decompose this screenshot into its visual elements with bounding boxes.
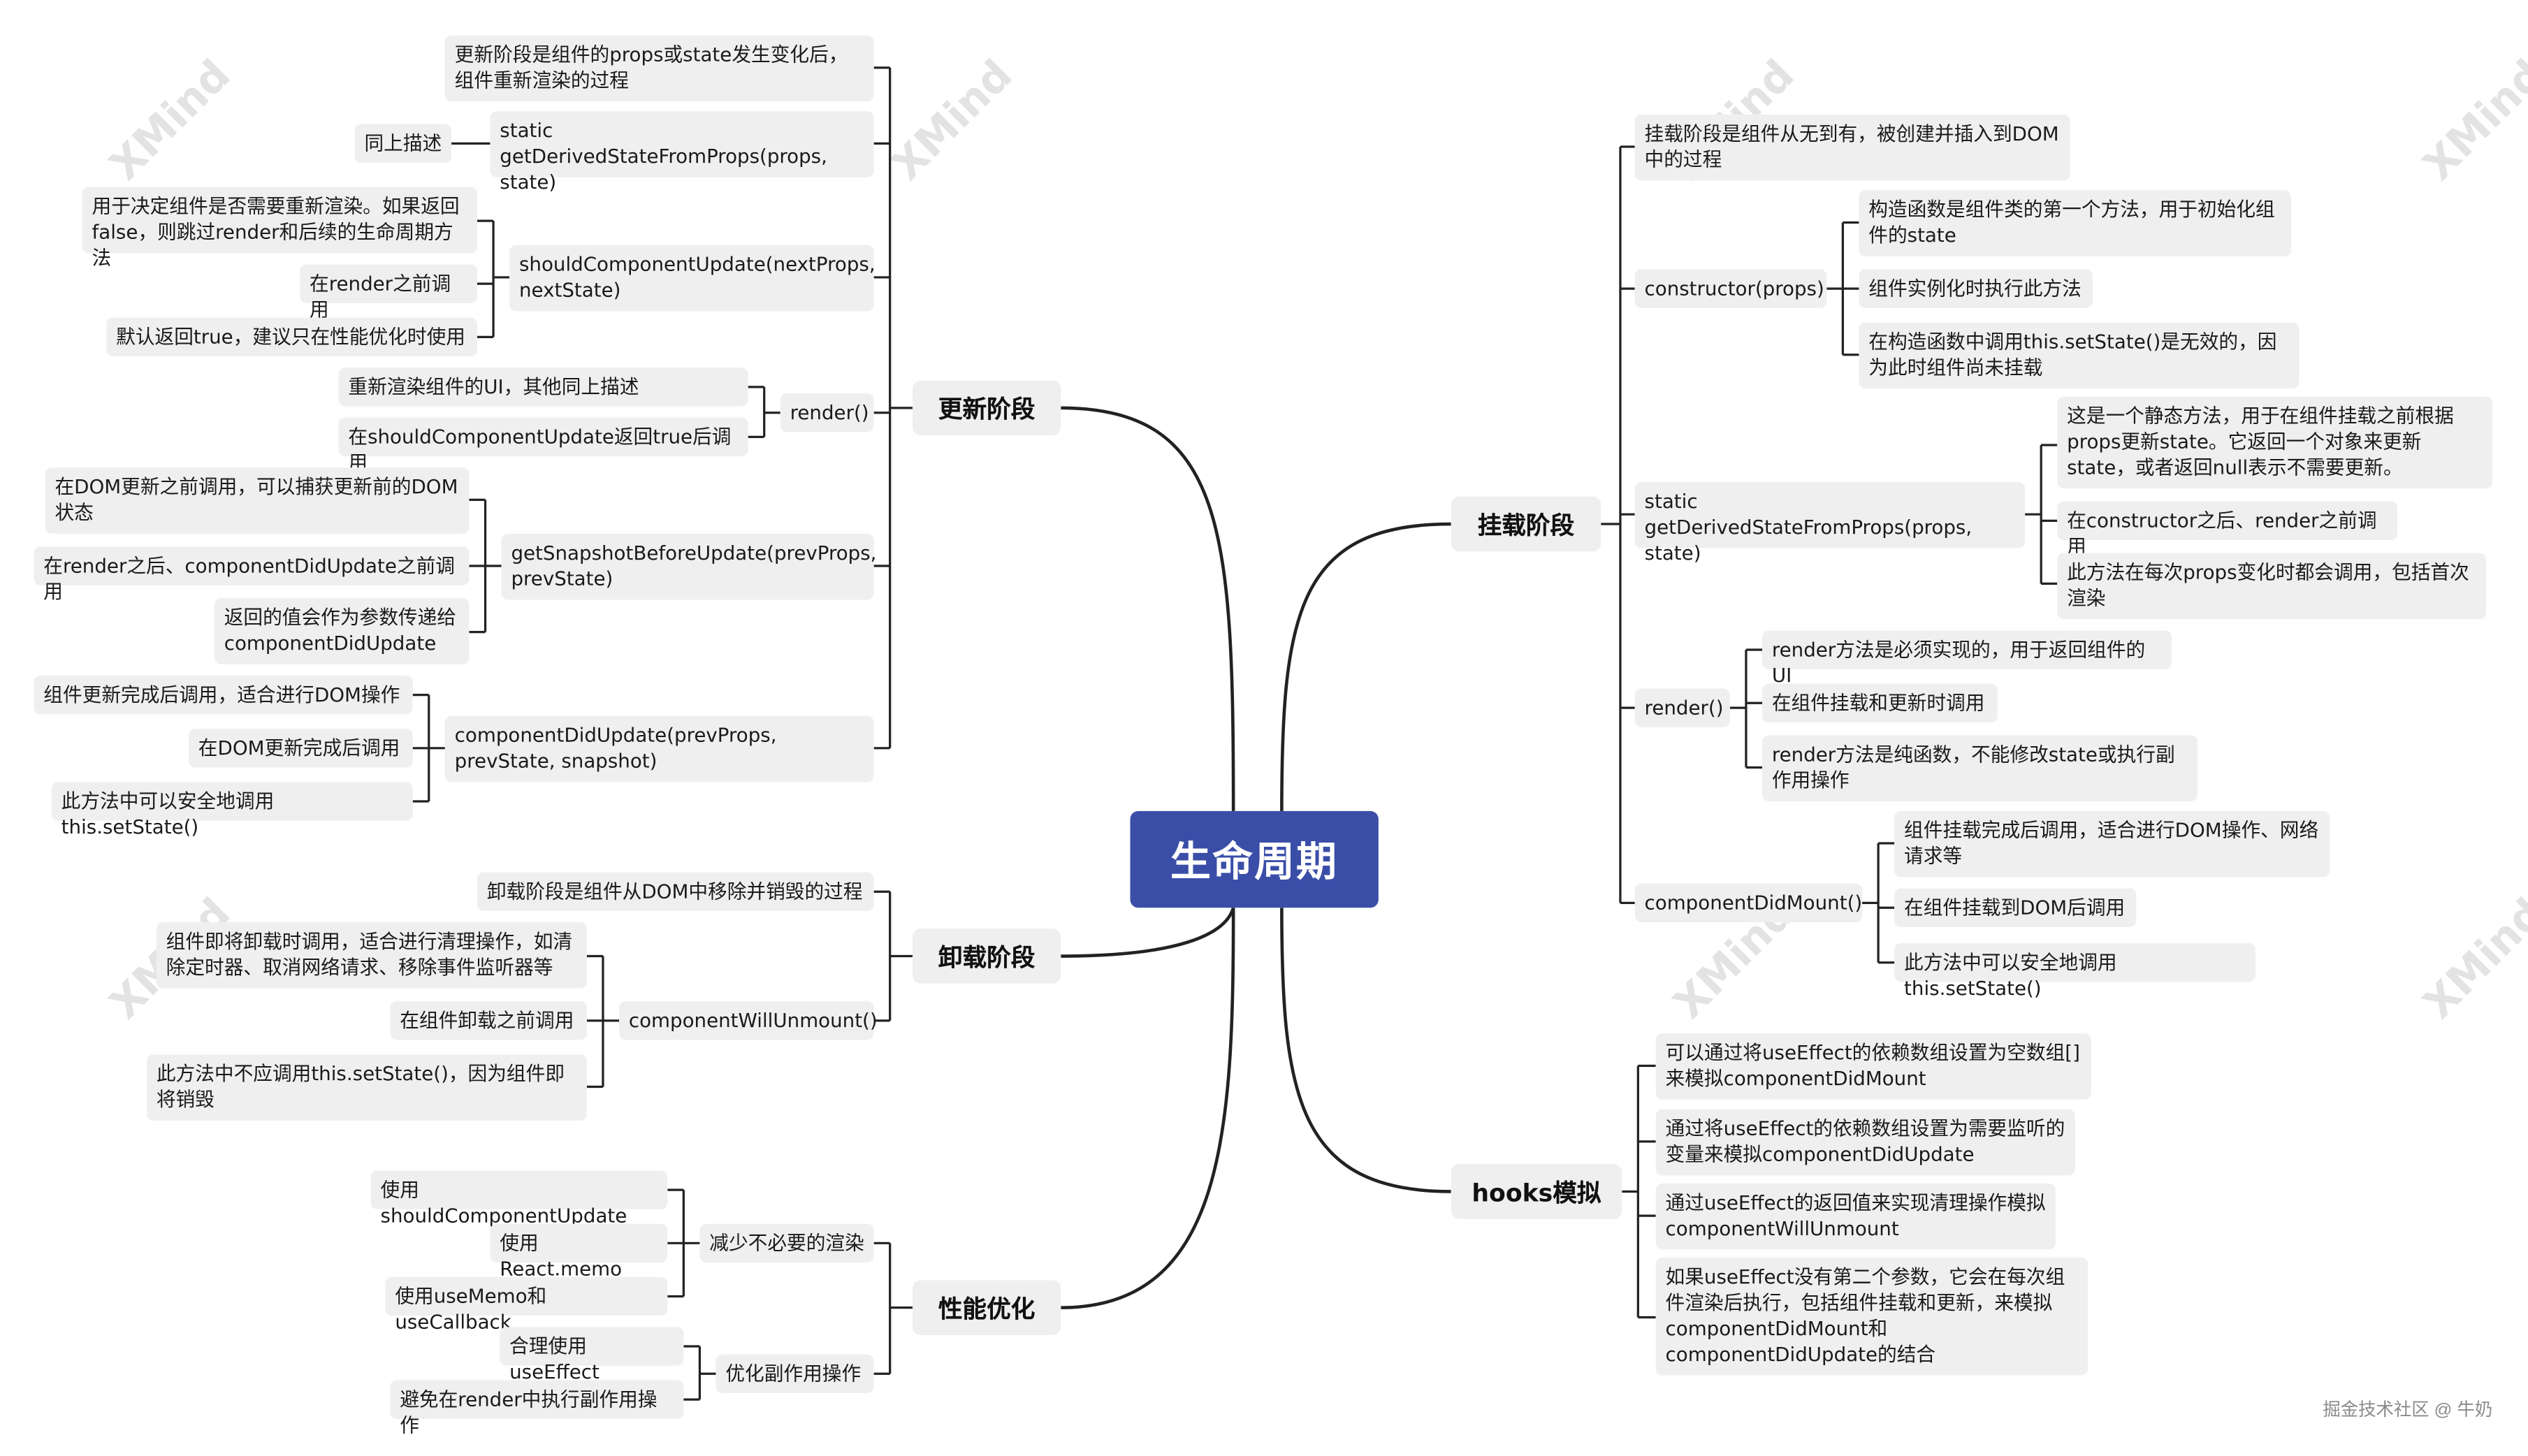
update-render-timing[interactable]: 在shouldComponentUpdate返回true后调用 <box>338 417 748 474</box>
branch-perf[interactable]: 性能优化 <box>912 1280 1061 1335</box>
mount-cdm-setstate[interactable]: 此方法中可以安全地调用this.setState() <box>1894 943 2256 1000</box>
mount-render-desc[interactable]: render方法是必须实现的，用于返回组件的UI <box>1761 630 2172 687</box>
update-desc[interactable]: 更新阶段是组件的props或state发生变化后，组件重新渲染的过程 <box>444 35 874 102</box>
unmount-cwu-warning[interactable]: 此方法中不应调用this.setState()，因为组件即将销毁 <box>146 1054 587 1121</box>
update-cdu-timing[interactable]: 在DOM更新完成后调用 <box>188 729 413 768</box>
mount-gdsfp-desc[interactable]: 这是一个静态方法，用于在组件挂载之前根据props更新state。它返回一个对象… <box>2057 396 2493 489</box>
update-gsbu-desc[interactable]: 在DOM更新之前调用，可以捕获更新前的DOM状态 <box>45 467 470 534</box>
mount-gdsfp[interactable]: static getDerivedStateFromProps(props, s… <box>1634 482 2026 565</box>
unmount-cwu-desc[interactable]: 组件即将卸载时调用，适合进行清理操作，如清除定时器、取消网络请求、移除事件监听器… <box>156 922 587 989</box>
update-cdu-desc[interactable]: 组件更新完成后调用，适合进行DOM操作 <box>34 675 413 715</box>
update-render-desc[interactable]: 重新渲染组件的UI，其他同上描述 <box>338 367 748 407</box>
footer-credit: 掘金技术社区 @ 牛奶 <box>2323 1401 2493 1421</box>
perf-reduce-memo[interactable]: 使用React.memo <box>490 1223 668 1280</box>
update-gdsfp-note[interactable]: 同上描述 <box>354 124 452 163</box>
mount-ctor[interactable]: constructor(props) <box>1634 269 1827 308</box>
update-cdu[interactable]: componentDidUpdate(prevProps, prevState,… <box>444 715 874 782</box>
update-cdu-setstate[interactable]: 此方法中可以安全地调用this.setState() <box>51 782 413 838</box>
unmount-desc[interactable]: 卸载阶段是组件从DOM中移除并销毁的过程 <box>477 872 874 911</box>
branch-hooks[interactable]: hooks模拟 <box>1451 1164 1622 1219</box>
perf-effect[interactable]: 优化副作用操作 <box>715 1354 874 1393</box>
perf-effect-useeffect[interactable]: 合理使用useEffect <box>500 1327 684 1383</box>
hooks-update[interactable]: 通过将useEffect的依赖数组设置为需要监听的变量来模拟componentD… <box>1655 1109 2075 1176</box>
mount-ctor-timing[interactable]: 组件实例化时执行此方法 <box>1859 269 2093 308</box>
mount-gdsfp-timing[interactable]: 在constructor之后、render之前调用 <box>2057 501 2398 558</box>
update-gsbu[interactable]: getSnapshotBeforeUpdate(prevProps, prevS… <box>501 533 876 600</box>
mount-gdsfp-frequency[interactable]: 此方法在每次props变化时都会调用，包括首次渲染 <box>2057 553 2487 620</box>
branch-mount[interactable]: 挂载阶段 <box>1451 496 1601 552</box>
update-gdsfp[interactable]: static getDerivedStateFromProps(props, s… <box>490 111 874 194</box>
update-scu-default[interactable]: 默认返回true，建议只在性能优化时使用 <box>106 317 477 357</box>
mount-render-pure[interactable]: render方法是纯函数，不能修改state或执行副作用操作 <box>1761 735 2198 801</box>
unmount-cwu-timing[interactable]: 在组件卸载之前调用 <box>390 1001 587 1040</box>
update-scu-desc[interactable]: 用于决定组件是否需要重新渲染。如果返回false，则跳过render和后续的生命… <box>82 187 477 269</box>
mount-ctor-warning[interactable]: 在构造函数中调用this.setState()是无效的，因为此时组件尚未挂载 <box>1859 322 2300 389</box>
mount-cdm-desc[interactable]: 组件挂载完成后调用，适合进行DOM操作、网络请求等 <box>1894 810 2330 878</box>
hooks-mount[interactable]: 可以通过将useEffect的依赖数组设置为空数组[]来模拟componentD… <box>1655 1033 2091 1100</box>
branch-unmount[interactable]: 卸载阶段 <box>912 929 1061 984</box>
unmount-cwu[interactable]: componentWillUnmount() <box>619 1001 878 1040</box>
update-render[interactable]: render() <box>780 393 874 432</box>
mount-render[interactable]: render() <box>1634 688 1730 727</box>
branch-update[interactable]: 更新阶段 <box>912 380 1061 436</box>
mount-cdm-timing[interactable]: 在组件挂载到DOM后调用 <box>1894 888 2137 927</box>
update-gsbu-return[interactable]: 返回的值会作为参数传递给componentDidUpdate <box>214 598 470 664</box>
update-gsbu-timing[interactable]: 在render之后、componentDidUpdate之前调用 <box>34 546 470 603</box>
mount-cdm[interactable]: componentDidMount() <box>1634 883 1862 923</box>
update-scu-timing[interactable]: 在render之前调用 <box>300 264 477 321</box>
perf-effect-render[interactable]: 避免在render中执行副作用操作 <box>390 1380 684 1436</box>
update-scu[interactable]: shouldComponentUpdate(nextProps, nextSta… <box>509 245 876 312</box>
perf-reduce-hooks[interactable]: 使用useMemo和useCallback <box>385 1276 668 1334</box>
mount-render-timing[interactable]: 在组件挂载和更新时调用 <box>1761 683 1998 722</box>
mount-desc[interactable]: 挂载阶段是组件从无到有，被创建并插入到DOM中的过程 <box>1634 114 2070 181</box>
root-topic[interactable]: 生命周期 <box>1130 810 1379 908</box>
perf-reduce-scu[interactable]: 使用shouldComponentUpdate <box>370 1170 668 1227</box>
hooks-unmount[interactable]: 通过useEffect的返回值来实现清理操作模拟componentWillUnm… <box>1655 1183 2056 1250</box>
perf-reduce[interactable]: 减少不必要的渲染 <box>699 1223 874 1263</box>
mount-ctor-desc[interactable]: 构造函数是组件类的第一个方法，用于初始化组件的state <box>1859 190 2291 256</box>
hooks-combined[interactable]: 如果useEffect没有第二个参数，它会在每次组件渲染后执行，包括组件挂载和更… <box>1655 1258 2088 1376</box>
